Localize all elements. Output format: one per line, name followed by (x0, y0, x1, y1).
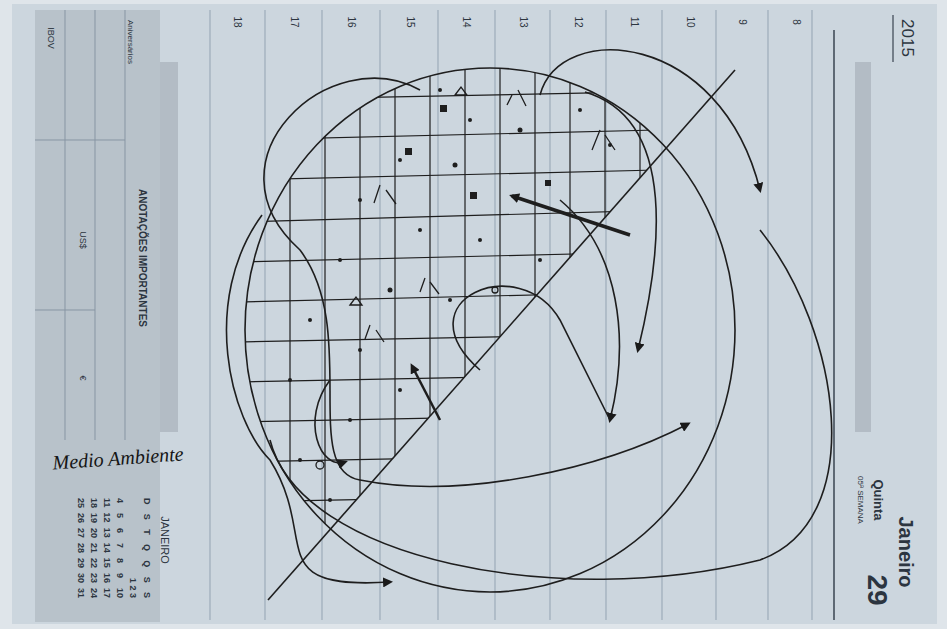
printed-label: US$ (77, 231, 87, 249)
printed-label: 25 26 27 28 29 30 31 (75, 498, 85, 598)
printed-label: 05ª SEMANA (856, 476, 865, 524)
printed-label: 12 (573, 16, 584, 27)
printed-label: JANEIRO (159, 516, 171, 564)
printed-label: 29 (862, 574, 893, 605)
printed-label: D S T Q Q S S (141, 498, 151, 598)
printed-label: 11 (629, 17, 640, 27)
printed-label: 18 (232, 16, 243, 27)
grey-bar (160, 62, 178, 432)
header-rule (833, 30, 835, 620)
printed-label: 18 19 20 21 22 23 24 (88, 498, 98, 598)
printed-label: € (77, 375, 87, 380)
printed-label: 14 (461, 16, 472, 27)
printed-label: 2015 (898, 19, 917, 57)
printed-label: 11 12 13 14 15 16 17 (101, 498, 111, 598)
printed-label: 16 (346, 16, 357, 27)
printed-label: 10 (685, 16, 696, 27)
printed-label: ANOTAÇÕES IMPORTANTES (137, 189, 148, 327)
grey-bar (855, 62, 871, 432)
paper (12, 4, 937, 624)
printed-label: Quinta (871, 479, 885, 520)
printed-label: Janeiro (895, 516, 917, 587)
printed-label: 17 (289, 16, 300, 27)
printed-label: 13 (518, 16, 529, 27)
printed-label: 1 2 3 (127, 498, 137, 598)
printed-label: 9 (737, 19, 748, 25)
printed-label: 8 (791, 19, 802, 25)
sketch-marks (316, 87, 615, 469)
year-underline (892, 15, 893, 62)
printed-label: Aniversários (126, 20, 135, 64)
printed-label: 4 5 6 7 8 9 10 (114, 498, 124, 598)
ruled-lines (210, 10, 812, 620)
sketch (226, 40, 831, 600)
printed-label: IBOV (45, 27, 55, 49)
sketch-dots (288, 88, 612, 502)
notes-panel (35, 10, 160, 622)
printed-label: 15 (405, 16, 416, 27)
notes-lines (35, 10, 125, 440)
